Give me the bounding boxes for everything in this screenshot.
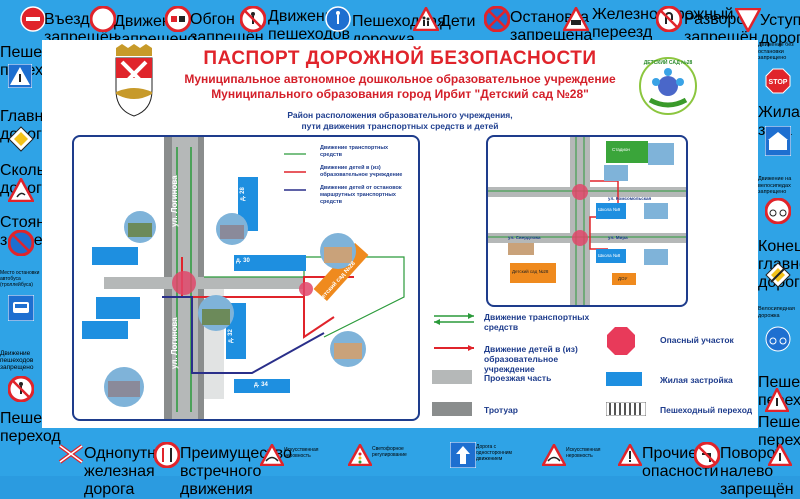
house-label-30: д. 30 xyxy=(236,258,250,264)
street-label-2: ул. Логинова xyxy=(170,317,179,369)
right-map-kindergarten-label: Детский сад №28 xyxy=(512,269,549,274)
kindergarten-logo-icon: ДЕТСКИЙ САД №28 xyxy=(639,57,697,115)
left-map-graphic xyxy=(82,137,405,419)
house-label-32: д. 32 xyxy=(228,329,234,343)
left-sign-label-4: Место остановки автобуса (троллейбуса) xyxy=(0,270,40,288)
legend-sidewalk-swatch xyxy=(432,402,472,416)
no-u-turn-sign xyxy=(656,6,682,32)
subtitle-line-1: Муниципальное автономное дошкольное обра… xyxy=(184,72,616,86)
page-title: ПАСПОРТ ДОРОЖНОЙ БЕЗОПАСНОСТИ xyxy=(203,48,597,69)
svg-text:STOP: STOP xyxy=(769,79,788,86)
legend-transport-arrows xyxy=(434,313,474,325)
left-sign-label-6: Пешеходный переход xyxy=(0,410,97,445)
right-map-graphic xyxy=(488,137,686,305)
oncoming-priority-icon xyxy=(154,442,180,468)
railway-cross-icon xyxy=(58,444,84,464)
yield-sign xyxy=(735,8,761,32)
bottom-sign-label-7: Поворот налево запрещён xyxy=(720,445,794,498)
map-heading-2: пути движения транспортных средств и дет… xyxy=(301,121,499,131)
children-sign xyxy=(413,7,439,31)
school-8-label: Школа №8 xyxy=(598,253,621,258)
map-legend-children: Движение детей в (из) образовательное уч… xyxy=(320,165,403,178)
legend-children-arrow xyxy=(434,345,474,351)
legend-blue-arrow xyxy=(284,187,306,196)
right-sign-label-6: Пешеходный переход xyxy=(758,414,800,449)
slippery-road-icon xyxy=(8,178,34,202)
map-heading-1: Район расположения образовательного учре… xyxy=(287,110,513,120)
legend-sidewalk-label: Тротуар xyxy=(484,405,518,415)
legend-red-arrow xyxy=(284,169,306,178)
pedestrian-path-sign xyxy=(325,6,351,32)
right-sign-label-3: Конец главной дороги xyxy=(758,238,800,291)
legend-crossing-label: Пешеходный переход xyxy=(660,405,753,415)
main-road-icon xyxy=(8,126,34,152)
right-map: ул. Комсомольская ул. Свердлова ул. Мира… xyxy=(486,135,688,307)
coat-of-arms-icon xyxy=(115,44,153,117)
street-label: ул. Логинова xyxy=(170,175,179,227)
legend-danger-label: Опасный участок xyxy=(660,335,734,345)
railway-crossing-sign xyxy=(563,7,589,31)
bottom-sign-label-4: Дорога с односторонним движением xyxy=(476,444,512,462)
speed-bump-icon xyxy=(542,444,566,466)
left-sign-label-5: Движение пешеходов запрещено xyxy=(0,350,34,371)
map-legend-transport: Движение транспортных средств xyxy=(320,145,389,158)
no-bicycles-icon xyxy=(765,198,791,224)
stadium-label: Стадион xyxy=(612,147,630,152)
school-9-label: Школа №9 xyxy=(598,207,621,212)
other-danger-icon xyxy=(618,444,642,466)
no-overtaking-sign xyxy=(165,6,191,32)
bottom-sign-label-2: Искусственная неровность xyxy=(284,447,319,459)
dou-label: ДОУ xyxy=(618,276,628,281)
stop-sign-icon: STOP xyxy=(765,68,791,94)
bottom-sign-label-0: Однопутная железная дорога xyxy=(84,445,174,498)
pedestrian-crossing-icon xyxy=(765,388,789,412)
no-parking-icon xyxy=(8,230,34,256)
no-left-turn-icon xyxy=(694,442,720,468)
legend-crossing-swatch xyxy=(606,402,646,416)
right-sign-label-0: Движение без остановки запрещено xyxy=(758,42,794,61)
top-sign-label-5: Дети xyxy=(440,13,476,30)
left-map: Движение транспортных средств Движение д… xyxy=(72,135,420,421)
street-mira: ул. Мира xyxy=(608,235,628,240)
right-sign-label-2: Движение на велосипедах запрещено xyxy=(758,176,792,195)
no-vehicles-sign xyxy=(90,6,116,32)
bottom-sign-label-5: Искусственная неровность xyxy=(566,447,601,459)
street-sverdlova: ул. Свердлова xyxy=(508,235,541,240)
one-way-icon xyxy=(450,442,476,468)
legend-green-arrow xyxy=(284,151,306,160)
legend-housing-label: Жилая застройка xyxy=(660,375,733,385)
pedestrian-crossing-icon xyxy=(768,444,792,466)
legend-transport-label: Движение транспортных средств xyxy=(484,312,590,332)
legend-road-swatch xyxy=(432,370,472,384)
end-main-road-icon xyxy=(765,262,791,288)
living-zone-icon xyxy=(765,126,791,156)
bottom-sign-label-1: Преимущество встречного движения xyxy=(180,445,292,498)
legend-road-label: Проезжая часть xyxy=(484,373,552,383)
bicycle-path-icon xyxy=(765,326,791,352)
subtitle-line-2: Муниципального образования город Ирбит "… xyxy=(211,87,589,101)
house-label-34: д. 34 xyxy=(254,382,268,388)
pedestrian-crossing-icon xyxy=(8,64,32,88)
bottom-sign-label-3: Светофорное регулирование xyxy=(372,446,407,458)
speed-bump-icon xyxy=(260,444,284,466)
house-label-28: д. 28 xyxy=(240,187,246,201)
no-stopping-sign xyxy=(484,6,510,32)
no-entry-sign xyxy=(8,6,58,32)
legend-children-label: Движение детей в (из) образовательное уч… xyxy=(484,344,578,374)
map-legend-bus: Движение детей от остановок маршрутных т… xyxy=(320,185,402,205)
logo-text: ДЕТСКИЙ САД №28 xyxy=(644,58,693,66)
right-sign-label-4: Велосипедная дорожка xyxy=(758,306,795,319)
no-pedestrians-icon xyxy=(8,376,34,402)
no-pedestrians-sign xyxy=(240,6,266,32)
bus-stop-icon xyxy=(8,295,34,321)
street-komsomolskaya: ул. Комсомольская xyxy=(608,196,652,201)
traffic-light-icon xyxy=(348,444,372,466)
danger-zone-icon xyxy=(607,327,635,355)
legend-housing-swatch xyxy=(606,372,642,386)
top-sign-label-9: Уступите дорогу xyxy=(760,12,800,47)
